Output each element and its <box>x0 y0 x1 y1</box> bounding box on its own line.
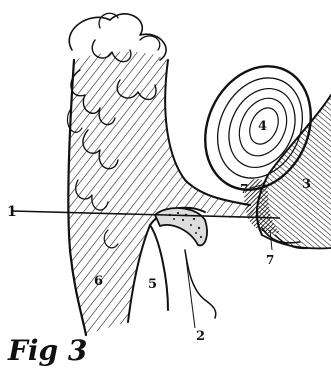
label-2: 2 <box>196 329 205 344</box>
label-7-upper: 7 <box>240 182 248 196</box>
label-5: 5 <box>148 277 157 292</box>
figure-caption: Fig 3 <box>7 334 87 367</box>
label-4: 4 <box>258 119 267 134</box>
label-7-lower: 7 <box>266 253 274 267</box>
label-3: 3 <box>302 177 311 192</box>
region-5-cavity <box>150 225 168 310</box>
label-6: 6 <box>94 274 103 289</box>
label-1: 1 <box>7 204 17 220</box>
region-2-dotted-body <box>155 208 216 318</box>
